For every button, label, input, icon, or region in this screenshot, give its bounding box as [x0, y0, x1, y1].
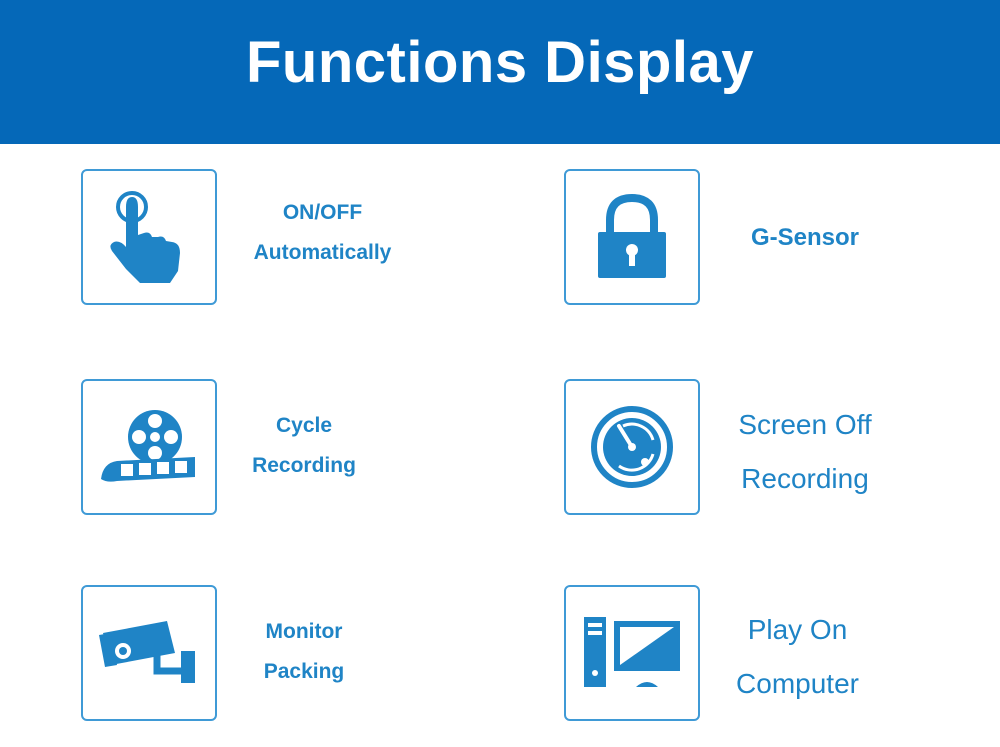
- feature-label-screen-off: Screen Off Recording: [715, 398, 895, 506]
- feature-line: Automatically: [253, 241, 392, 264]
- feature-line: Packing: [263, 660, 345, 683]
- feature-icon-box-monitor: [81, 585, 217, 721]
- film-reel-icon: [101, 410, 195, 482]
- feature-label-g-sensor: G-Sensor: [715, 215, 895, 261]
- feature-icon-box-g-sensor: [564, 169, 700, 305]
- page-title: Functions Display: [245, 29, 754, 95]
- feature-icon-box-cycle: [81, 379, 217, 515]
- feature-line: Computer: [736, 668, 859, 699]
- padlock-icon: [598, 193, 666, 278]
- feature-icon-box-play-on-computer: [564, 585, 700, 721]
- feature-line: Play On: [747, 614, 848, 645]
- feature-line: Cycle: [275, 414, 333, 437]
- feature-label-cycle: Cycle Recording: [230, 405, 378, 487]
- touch-hand-icon: [110, 191, 180, 283]
- feature-icon-box-screen-off: [564, 379, 700, 515]
- feature-icon-box-on-off: [81, 169, 217, 305]
- feature-label-play-on-computer: Play On Computer: [715, 603, 880, 711]
- radar-dial-icon: [591, 406, 673, 488]
- feature-line: ON/OFF: [282, 201, 363, 224]
- feature-line: Recording: [741, 463, 869, 494]
- header-banner: Functions Display: [0, 0, 1000, 144]
- feature-line: Monitor: [265, 620, 343, 643]
- feature-label-monitor: Monitor Packing: [230, 610, 378, 694]
- feature-label-on-off: ON/OFF Automatically: [230, 190, 415, 276]
- security-camera-icon: [99, 621, 195, 683]
- feature-line: Recording: [252, 454, 356, 477]
- desktop-computer-icon: [584, 617, 680, 687]
- feature-line: G-Sensor: [750, 224, 860, 251]
- feature-line: Screen Off: [738, 409, 872, 440]
